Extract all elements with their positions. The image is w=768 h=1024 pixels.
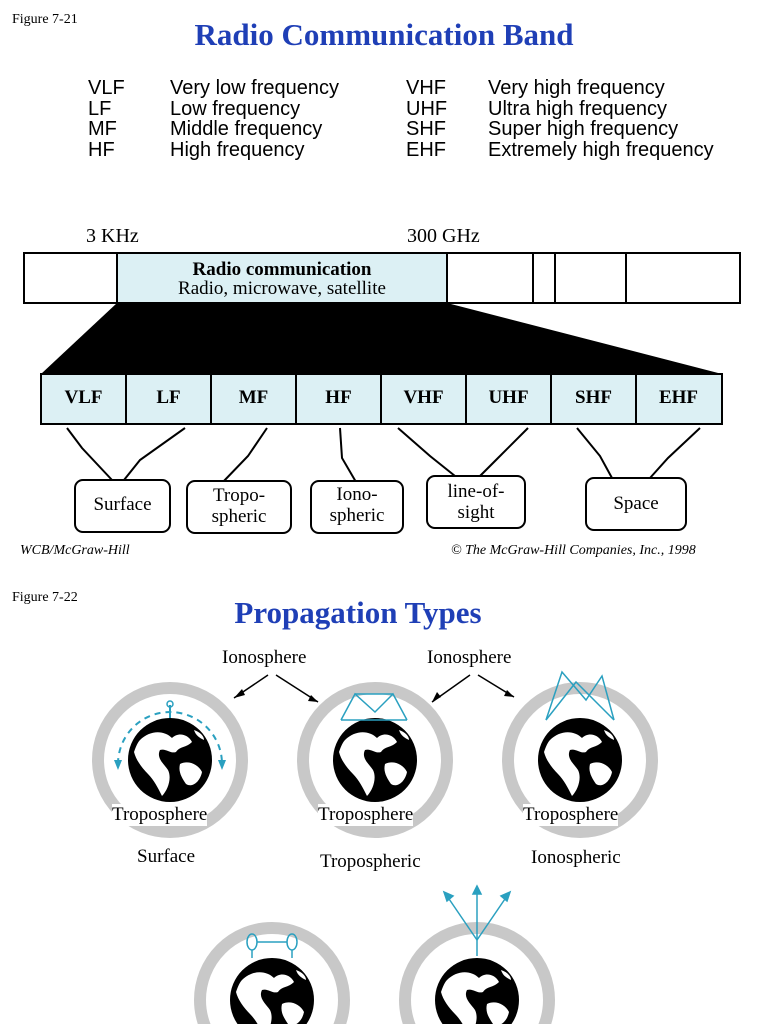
figure-label-7-21: Figure 7-21	[12, 12, 78, 27]
legend-full: Super high frequency	[488, 118, 679, 140]
band-title: Radio communication	[192, 259, 372, 280]
legend-full: Extremely high frequency	[488, 138, 714, 161]
type-label-tropospheric: Tropospheric	[320, 851, 421, 872]
ionosphere-label-left: Ionosphere	[222, 647, 307, 668]
legend-full: Middle frequency	[170, 118, 323, 140]
legend-full: Very low frequency	[170, 77, 339, 99]
legend-abbr: EHF	[406, 138, 446, 161]
callout-line: Surface	[93, 494, 152, 515]
callout-line: spheric	[329, 505, 385, 526]
legend-abbr: MF	[88, 118, 117, 140]
legend-full: Low frequency	[170, 97, 301, 120]
arrowheads	[234, 689, 514, 702]
legend-full: Ultra high frequency	[488, 97, 667, 120]
callout-line: Tropo-	[212, 485, 266, 506]
type-label-ionospheric: Ionospheric	[531, 847, 621, 868]
band-diagram	[23, 252, 741, 534]
troposphere-label: Troposphere	[318, 804, 414, 826]
expansion-wedge	[41, 303, 722, 374]
legend-abbr: LF	[88, 97, 112, 120]
radio-communication-label: Radio communication Radio, microwave, sa…	[118, 260, 446, 298]
band-cell-lf: LF	[156, 387, 181, 408]
credit-publisher: WCB/McGraw-Hill	[20, 543, 130, 558]
freq-high-label: 300 GHz	[407, 225, 480, 247]
globe-ionospheric	[502, 670, 658, 838]
globe-line-of-sight	[194, 922, 350, 1024]
callout-line: Iono-	[336, 484, 378, 505]
troposphere-label: Troposphere	[523, 804, 619, 826]
band-subtitle: Radio, microwave, satellite	[178, 278, 386, 299]
callout-tropospheric: Tropo- spheric	[187, 485, 291, 527]
band-cell-uhf: UHF	[488, 387, 529, 408]
callout-boxes	[74, 475, 687, 534]
callout-line: Space	[613, 493, 659, 514]
callout-surface: Surface	[75, 494, 170, 515]
legend-full: High frequency	[170, 138, 305, 161]
band-cell-shf: SHF	[575, 387, 612, 408]
band-cell-mf: MF	[238, 387, 269, 408]
troposphere-label: Troposphere	[112, 804, 208, 826]
legend-abbr: HF	[88, 138, 115, 161]
callout-ionospheric: Iono- spheric	[311, 484, 403, 526]
globe-space	[399, 884, 555, 1024]
figure-label-7-22: Figure 7-22	[12, 590, 78, 605]
legend-abbr: VHF	[406, 77, 446, 99]
figure-title-propagation: Propagation Types	[234, 595, 482, 630]
callout-space: Space	[586, 493, 686, 514]
callout-line: spheric	[211, 506, 267, 527]
callout-line-of-sight: line-of- sight	[427, 481, 525, 523]
credit-copyright: © The McGraw-Hill Companies, Inc., 1998	[451, 543, 696, 558]
band-cell-vhf: VHF	[403, 387, 444, 408]
legend-abbr: SHF	[406, 118, 446, 140]
legend-abbr: VLF	[88, 77, 125, 99]
legend-full: Very high frequency	[488, 77, 665, 99]
callout-line: sight	[457, 502, 495, 523]
callout-line: line-of-	[447, 481, 505, 502]
band-cell-vlf: VLF	[64, 387, 103, 408]
callout-pointers	[66, 427, 701, 484]
band-cell-ehf: EHF	[658, 387, 699, 408]
globe-surface	[92, 682, 248, 838]
type-label-surface: Surface	[137, 846, 196, 867]
radio-communication-segment	[116, 252, 448, 304]
band-cell-hf: HF	[325, 387, 352, 408]
figure-title-radio-band: Radio Communication Band	[194, 17, 574, 52]
ionosphere-label-right: Ionosphere	[427, 647, 512, 668]
globe-tropospheric	[297, 682, 453, 838]
freq-low-label: 3 KHz	[86, 225, 139, 247]
band-cells	[40, 373, 723, 425]
propagation-illustration	[92, 670, 658, 1024]
legend-abbr: UHF	[406, 97, 448, 120]
